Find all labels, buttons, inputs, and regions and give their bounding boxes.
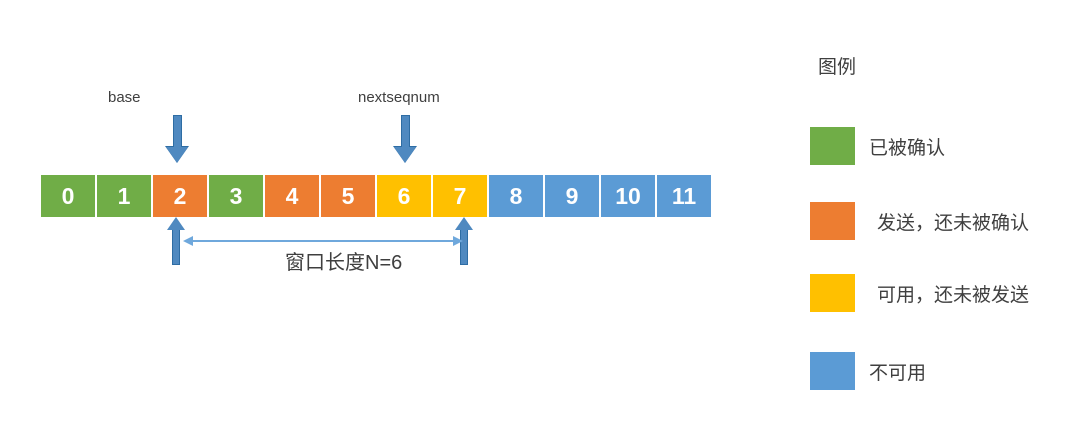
legend-title: 图例: [818, 57, 857, 78]
sequence-cell-8: 8: [489, 175, 543, 217]
legend-item-3: 不可用: [810, 352, 926, 390]
legend-label-0: 已被确认: [869, 137, 946, 159]
sequence-cell-6: 6: [377, 175, 431, 217]
sequence-cell-3: 3: [209, 175, 263, 217]
window-length-label: 窗口长度N=6: [285, 252, 403, 274]
window-measure-arrow-right: [453, 236, 463, 246]
arrow-head: [394, 147, 416, 163]
sequence-cell-11: 11: [657, 175, 711, 217]
window-measure-line: [192, 240, 454, 242]
legend-item-2: 可用，还未被发送: [810, 274, 1029, 312]
legend-item-0: 已被确认: [810, 127, 945, 165]
arrow-shaft: [173, 115, 182, 149]
legend-swatch-1: [810, 202, 855, 240]
sequence-cell-9: 9: [545, 175, 599, 217]
legend-label-3: 不可用: [869, 362, 927, 384]
arrow-shaft: [172, 229, 180, 265]
sequence-cell-1: 1: [97, 175, 151, 217]
arrow-head: [455, 217, 473, 230]
pointer-label-base: base: [108, 89, 141, 106]
sequence-cell-0: 0: [41, 175, 95, 217]
window-end-up-arrow-icon: [455, 217, 473, 265]
window-measure-arrow-left: [183, 236, 193, 246]
arrow-shaft: [401, 115, 410, 149]
window-start-up-arrow-icon: [167, 217, 185, 265]
sequence-cell-10: 10: [601, 175, 655, 217]
sequence-cell-4: 4: [265, 175, 319, 217]
arrow-shaft: [460, 229, 468, 265]
legend-swatch-3: [810, 352, 855, 390]
sequence-cell-2: 2: [153, 175, 207, 217]
pointer-label-nextseqnum: nextseqnum: [358, 89, 440, 106]
legend-swatch-2: [810, 274, 855, 312]
base-down-arrow-icon: [165, 115, 189, 163]
legend-label-2: 可用，还未被发送: [877, 284, 1030, 306]
legend-swatch-0: [810, 127, 855, 165]
sequence-cell-7: 7: [433, 175, 487, 217]
legend-label-1: 发送，还未被确认: [877, 212, 1030, 234]
arrow-head: [167, 217, 185, 230]
arrow-head: [166, 147, 188, 163]
nextseqnum-down-arrow-icon: [393, 115, 417, 163]
sequence-cell-5: 5: [321, 175, 375, 217]
legend-item-1: 发送，还未被确认: [810, 202, 1029, 240]
